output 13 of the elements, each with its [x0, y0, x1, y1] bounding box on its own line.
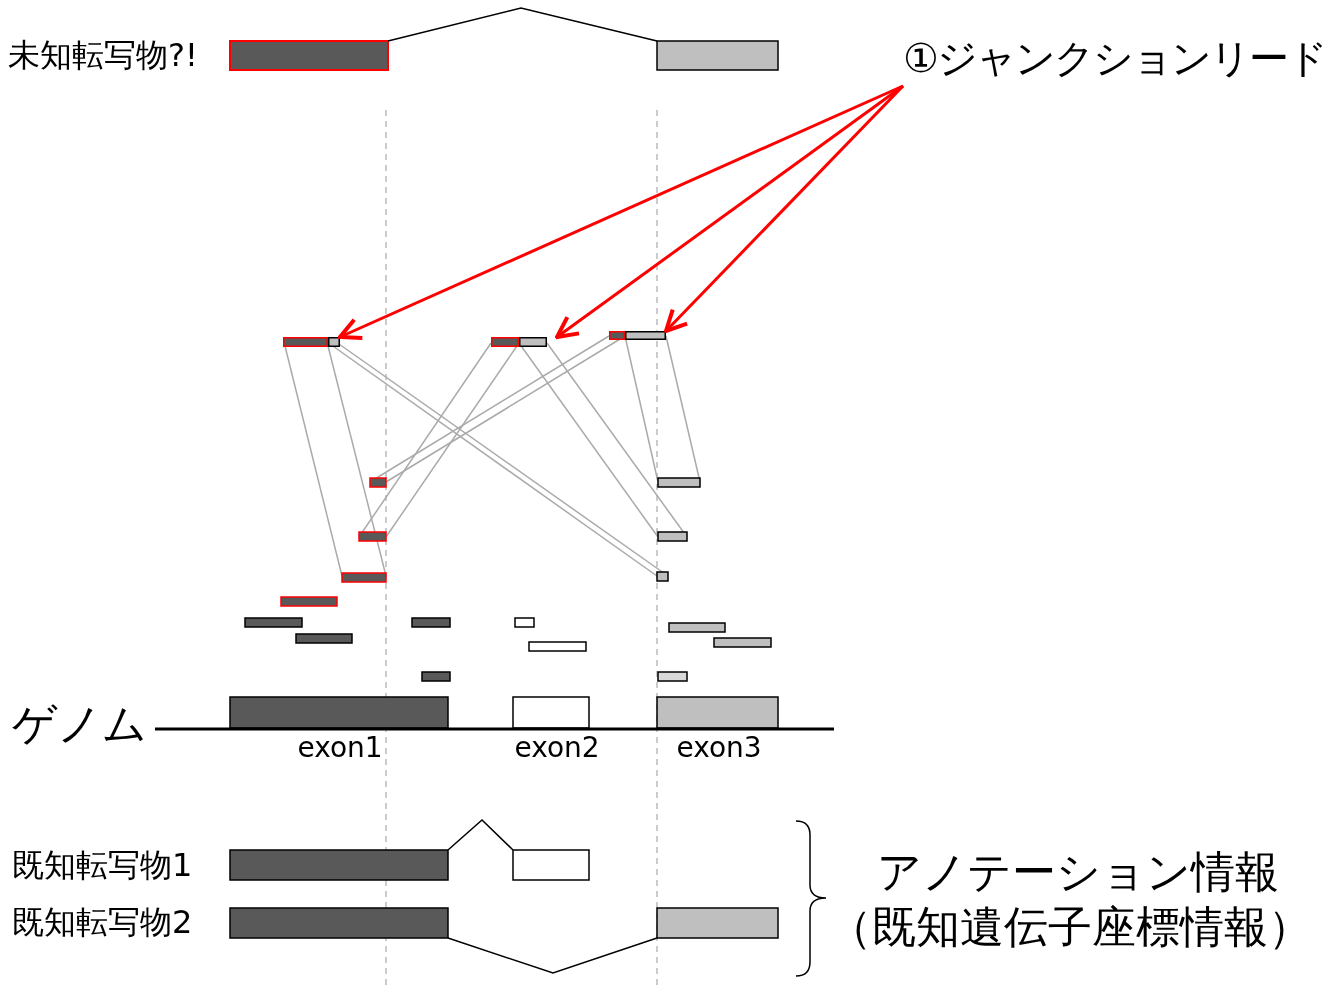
exon-label: exon1 — [297, 733, 383, 764]
exon-label: exon3 — [676, 733, 762, 764]
arrow — [664, 84, 905, 333]
annotation-label: アノテーション情報 — [877, 848, 1279, 897]
arrow — [338, 84, 904, 340]
axis-label: ゲノム — [12, 700, 147, 749]
annotation-label: （既知遺伝子座標情報） — [828, 903, 1312, 952]
row-label: 既知転写物2 — [12, 905, 193, 941]
callout-label: ①ジャンクションリード — [903, 36, 1326, 80]
row-label: 既知転写物1 — [12, 848, 193, 884]
row-label: 未知転写物?! — [8, 38, 198, 74]
arrow — [555, 84, 904, 339]
exon-label: exon2 — [514, 733, 600, 764]
